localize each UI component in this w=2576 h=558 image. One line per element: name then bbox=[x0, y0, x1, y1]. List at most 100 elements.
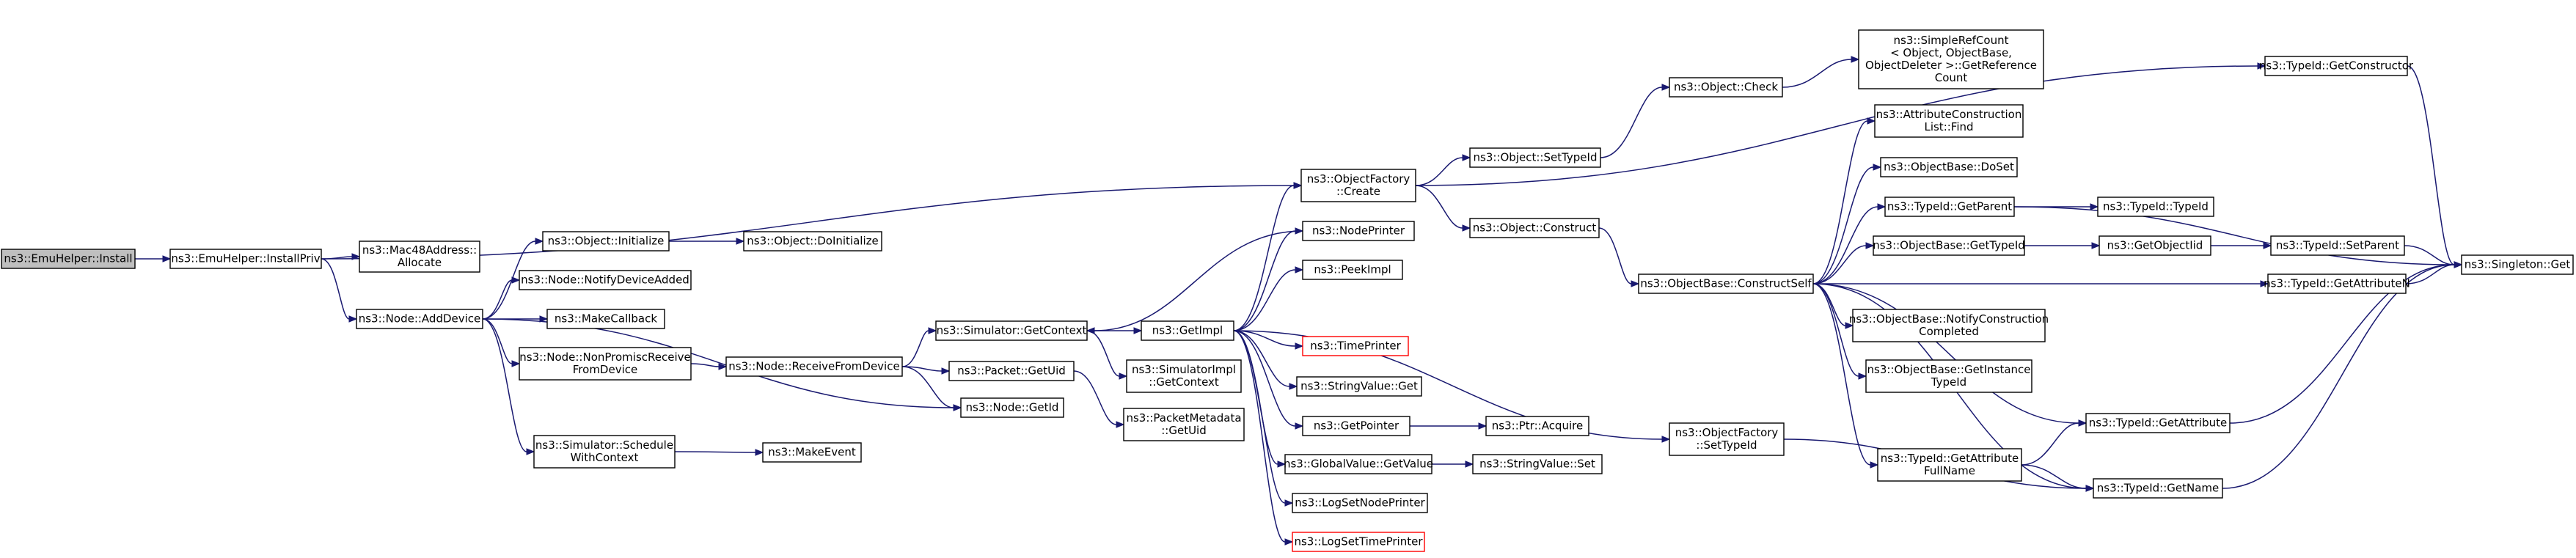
node-stringvalue-set[interactable]: ns3::StringValue::Set bbox=[1472, 454, 1603, 474]
node-objfactory-settypeid[interactable]: ns3::ObjectFactory::SetTypeId bbox=[1669, 422, 1785, 456]
node-box bbox=[1469, 147, 1601, 168]
node-ptr-acquire[interactable]: ns3::Ptr::Acquire bbox=[1485, 416, 1589, 436]
edge-object-construct-to-objbase-constructself bbox=[1598, 227, 1640, 287]
node-singleton-get[interactable]: ns3::Singleton::Get bbox=[2461, 254, 2574, 275]
nodes-layer: ns3::EmuHelper::Install ns3::EmuHelper::I… bbox=[1, 29, 2574, 552]
arrowhead bbox=[1877, 203, 1887, 210]
node-simplerefcount[interactable]: ns3::SimpleRefCount< Object, ObjectBase,… bbox=[1858, 29, 2044, 89]
arrowhead bbox=[1295, 342, 1304, 350]
edge-objbase-constructself-to-objbase-getinstancetypeid bbox=[1812, 283, 1867, 380]
node-label: ns3::StringValue::Get bbox=[1300, 380, 1418, 393]
node-node-receivefromdevice[interactable]: ns3::Node::ReceiveFromDevice bbox=[725, 356, 903, 377]
node-box bbox=[1852, 309, 2046, 342]
edge-line bbox=[2013, 206, 2455, 265]
node-typeid-getname[interactable]: ns3::TypeId::GetName bbox=[2093, 478, 2223, 499]
node-node-notifydeviceadded[interactable]: ns3::Node::NotifyDeviceAdded bbox=[519, 270, 692, 290]
arrowhead bbox=[1116, 421, 1125, 428]
node-typeid-getattributen[interactable]: ns3::TypeId::GetAttributeN bbox=[2264, 274, 2410, 294]
node-label: ns3::SimpleRefCount bbox=[1894, 34, 2009, 47]
node-sim-getcontext[interactable]: ns3::Simulator::GetContext bbox=[935, 320, 1088, 341]
node-typeid-getattribute[interactable]: ns3::TypeId::GetAttribute bbox=[2085, 413, 2231, 433]
node-stringvalue-get[interactable]: ns3::StringValue::Get bbox=[1296, 376, 1422, 397]
node-box bbox=[169, 249, 322, 269]
edge-getimpl-to-getpointer bbox=[1233, 330, 1304, 430]
node-objbase-notifyconstruction[interactable]: ns3::ObjectBase::NotifyConstructionCompl… bbox=[1849, 309, 2049, 342]
edge-line bbox=[1812, 283, 2079, 424]
node-label: List::Find bbox=[1924, 120, 1973, 133]
node-box bbox=[743, 231, 882, 252]
node-box bbox=[1284, 454, 1432, 474]
node-logsettimeprinter[interactable]: ns3::LogSetTimePrinter bbox=[1292, 532, 1425, 552]
node-label: ns3::Object::DoInitialize bbox=[747, 235, 878, 248]
node-typeid-getconstructor[interactable]: ns3::TypeId::GetConstructor bbox=[2259, 56, 2414, 76]
node-getimpl[interactable]: ns3::GetImpl bbox=[1141, 320, 1234, 341]
node-label: ::Create bbox=[1336, 185, 1380, 198]
node-box bbox=[2264, 56, 2408, 76]
node-getobjectiid[interactable]: ns3::GetObjectIid bbox=[2099, 235, 2211, 256]
node-globalvalue-getvalue[interactable]: ns3::GlobalValue::GetValue bbox=[1284, 454, 1433, 474]
arrowhead bbox=[1295, 266, 1304, 274]
edge-node-nonpromisc-to-node-receivefromdevice bbox=[690, 363, 728, 370]
edge-line bbox=[2021, 464, 2087, 489]
node-box bbox=[2461, 254, 2574, 275]
node-label: ns3::GetPointer bbox=[1314, 419, 1399, 433]
node-logsetnodeprinter[interactable]: ns3::LogSetNodePrinter bbox=[1292, 493, 1428, 513]
node-label: ns3::TypeId::SetParent bbox=[2276, 239, 2399, 252]
node-makeevent[interactable]: ns3::MakeEvent bbox=[762, 442, 862, 463]
node-peekimpl[interactable]: ns3::PeekImpl bbox=[1302, 260, 1403, 280]
node-box bbox=[725, 356, 903, 377]
arrowhead bbox=[1870, 461, 1879, 469]
node-label: Count bbox=[1935, 71, 1968, 84]
node-emu-install[interactable]: ns3::EmuHelper::Install bbox=[1, 249, 136, 269]
node-label: TypeId bbox=[1931, 375, 1966, 389]
node-makecallback[interactable]: ns3::MakeCallback bbox=[546, 309, 665, 329]
node-emu-install-priv[interactable]: ns3::EmuHelper::InstallPriv bbox=[169, 249, 322, 269]
node-packetmetadata-getuid[interactable]: ns3::PacketMetadata::GetUid bbox=[1123, 408, 1245, 441]
node-label: ns3::EmuHelper::InstallPriv bbox=[171, 252, 320, 265]
node-object-check[interactable]: ns3::Object::Check bbox=[1669, 77, 1783, 98]
node-object-settypeid[interactable]: ns3::Object::SetTypeId bbox=[1469, 147, 1601, 168]
node-typeid-typeid[interactable]: ns3::TypeId::TypeId bbox=[2097, 197, 2214, 217]
node-objbase-constructself[interactable]: ns3::ObjectBase::ConstructSelf bbox=[1638, 274, 1814, 294]
node-node-getid[interactable]: ns3::Node::GetId bbox=[960, 397, 1064, 418]
node-label: ns3::EmuHelper::Install bbox=[4, 252, 132, 265]
node-object-doinitialize[interactable]: ns3::Object::DoInitialize bbox=[743, 231, 882, 252]
edge-objbase-constructself-to-attrconstruction-find bbox=[1812, 117, 1876, 284]
node-packet-getuid[interactable]: ns3::Packet::GetUid bbox=[948, 361, 1075, 381]
node-objbase-doset[interactable]: ns3::ObjectBase::DoSet bbox=[1880, 157, 2018, 177]
edge-globalvalue-getvalue-to-stringvalue-set bbox=[1432, 460, 1474, 468]
node-nodeprinter[interactable]: ns3::NodePrinter bbox=[1302, 221, 1415, 241]
node-box bbox=[935, 320, 1088, 341]
node-label: ns3::MakeCallback bbox=[555, 312, 657, 326]
node-label: ns3::ObjectBase::GetTypeId bbox=[1873, 239, 2025, 252]
edge-line bbox=[2229, 264, 2455, 424]
node-object-initialize[interactable]: ns3::Object::Initialize bbox=[542, 231, 670, 252]
node-box bbox=[1884, 197, 2015, 217]
node-label: ns3::Simulator::Schedule bbox=[535, 438, 673, 452]
arrowhead bbox=[539, 315, 549, 323]
node-timeprinter[interactable]: ns3::TimePrinter bbox=[1302, 336, 1409, 356]
node-typeid-getparent[interactable]: ns3::TypeId::GetParent bbox=[1884, 197, 2015, 217]
node-simimpl-getcontext[interactable]: ns3::SimulatorImpl::GetContext bbox=[1126, 359, 1242, 393]
edge-line bbox=[482, 318, 527, 452]
arrowhead bbox=[1465, 460, 1474, 468]
node-typeid-setparent[interactable]: ns3::TypeId::SetParent bbox=[2270, 235, 2405, 256]
node-object-construct[interactable]: ns3::Object::Construct bbox=[1469, 218, 1600, 238]
node-getpointer[interactable]: ns3::GetPointer bbox=[1302, 416, 1410, 436]
edge-line bbox=[2222, 264, 2455, 489]
arrowhead bbox=[1661, 436, 1671, 443]
node-objfactory-create[interactable]: ns3::ObjectFactory::Create bbox=[1300, 169, 1416, 202]
node-mac48-alloc[interactable]: ns3::Mac48Address::Allocate bbox=[359, 241, 480, 273]
node-objbase-gettypeid[interactable]: ns3::ObjectBase::GetTypeId bbox=[1873, 235, 2025, 256]
arrowhead bbox=[162, 255, 172, 263]
node-label: ns3::NodePrinter bbox=[1312, 224, 1405, 238]
node-node-adddevice[interactable]: ns3::Node::AddDevice bbox=[356, 309, 483, 329]
edge-line bbox=[1415, 185, 1463, 229]
arrowhead bbox=[1119, 372, 1128, 380]
